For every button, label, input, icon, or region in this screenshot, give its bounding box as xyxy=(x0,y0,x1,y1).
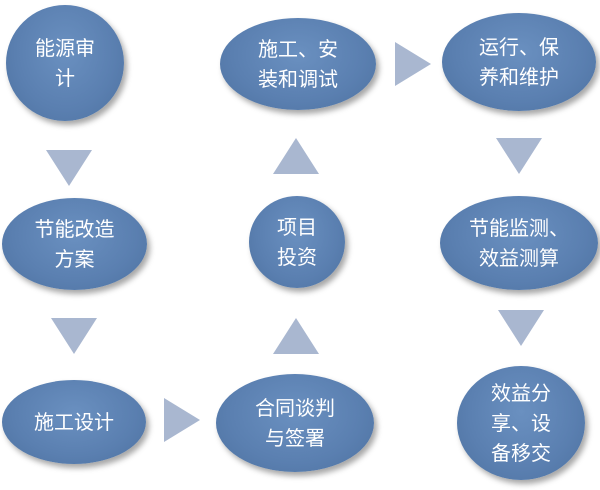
arrow-right-2 xyxy=(395,42,431,86)
arrow-down-3 xyxy=(496,138,542,174)
arrow-up-2 xyxy=(273,138,319,174)
node-monitoring-measurement: 节能监测、 效益测算 xyxy=(440,196,598,290)
node-retrofit-design: 节能改造 方案 xyxy=(2,198,147,290)
node-construction-install-label: 施工、安 装和调试 xyxy=(258,37,338,91)
node-benefit-sharing-label: 效益分 享、设 备移交 xyxy=(491,381,551,465)
node-operation-maintenance-label: 运行、保 养和维护 xyxy=(479,35,559,89)
node-contract-negotiation: 合同谈判 与签署 xyxy=(216,374,374,472)
node-operation-maintenance: 运行、保 养和维护 xyxy=(442,13,596,111)
node-retrofit-design-label: 节能改造 方案 xyxy=(34,217,115,271)
node-benefit-sharing: 效益分 享、设 备移交 xyxy=(457,366,585,480)
node-monitoring-measurement-label: 节能监测、 效益测算 xyxy=(469,216,569,270)
node-project-investment: 项目 投资 xyxy=(249,196,345,288)
arrow-up-1 xyxy=(273,318,319,354)
node-construction-design: 施工设计 xyxy=(2,380,146,464)
arrow-down-4 xyxy=(498,310,544,346)
node-energy-audit-label: 能源审 计 xyxy=(35,36,95,90)
node-construction-design-label: 施工设计 xyxy=(34,410,114,434)
arrow-down-1 xyxy=(46,150,92,186)
arrow-down-2 xyxy=(51,318,97,354)
node-energy-audit: 能源审 计 xyxy=(6,5,124,121)
arrow-right-1 xyxy=(164,398,200,442)
node-contract-negotiation-label: 合同谈判 与签署 xyxy=(255,396,335,450)
node-project-investment-label: 项目 投资 xyxy=(277,215,317,269)
node-construction-install: 施工、安 装和调试 xyxy=(220,18,376,110)
